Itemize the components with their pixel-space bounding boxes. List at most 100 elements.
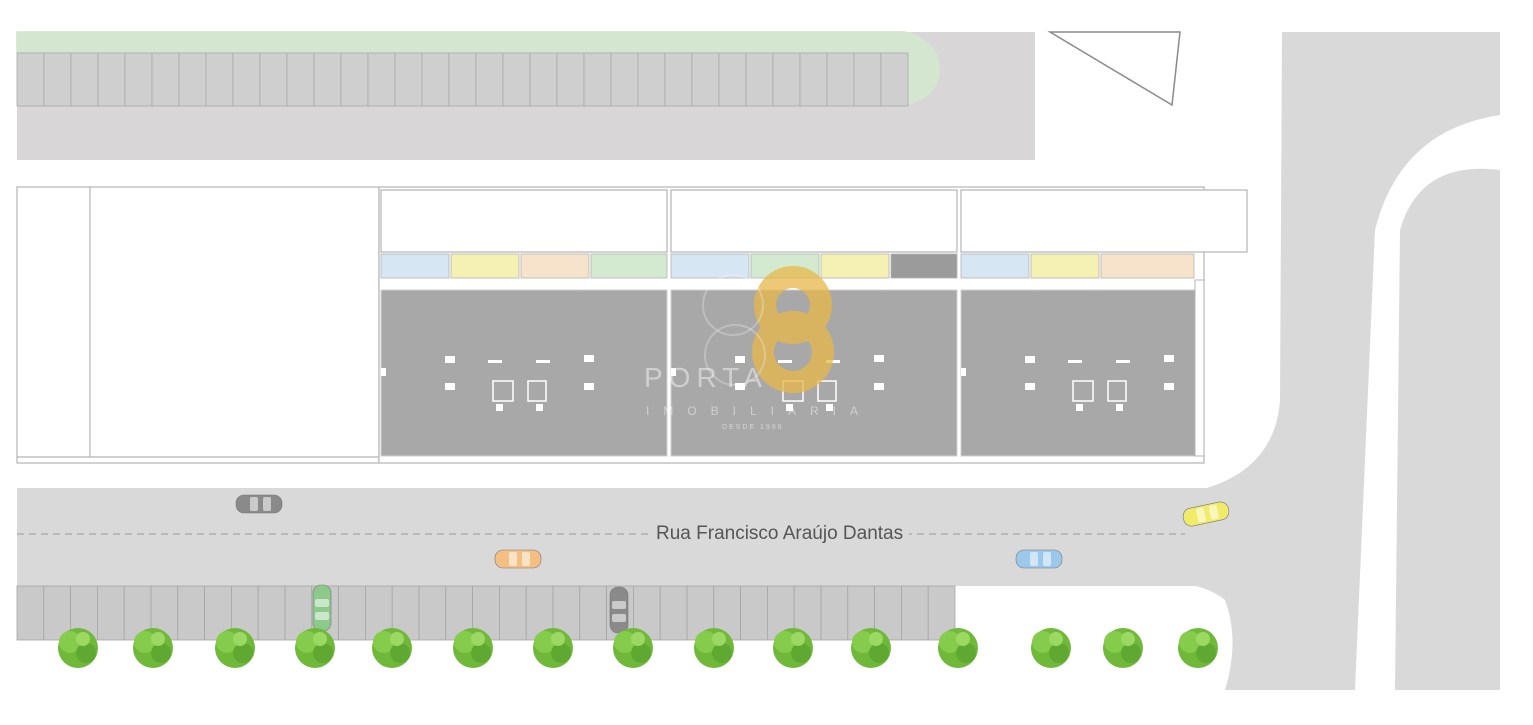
parking-stall	[475, 52, 504, 107]
tree-canopy	[631, 643, 651, 663]
car-icon	[1182, 501, 1230, 527]
car-window	[612, 614, 626, 622]
tree-canopy	[774, 631, 796, 653]
parking-stall	[151, 52, 180, 107]
door	[961, 368, 966, 376]
fixture	[1116, 404, 1123, 411]
tree-canopy	[695, 631, 717, 653]
car-icon	[494, 549, 542, 569]
door	[671, 368, 676, 376]
car-window	[315, 612, 329, 620]
tree-canopy	[791, 643, 811, 663]
tree-canopy	[471, 632, 485, 646]
store-back-room	[380, 189, 668, 253]
parking-stall	[313, 52, 342, 107]
store-floor	[960, 289, 1196, 457]
parking-stall	[286, 52, 315, 107]
parking-stall	[529, 52, 558, 107]
parking-stall	[367, 52, 396, 107]
tree-canopy	[1104, 631, 1126, 653]
tree-canopy	[1196, 632, 1210, 646]
tree-canopy	[313, 632, 327, 646]
storefront-green	[590, 253, 668, 279]
cars-layer	[235, 494, 1230, 634]
storefront-strip	[380, 253, 1195, 279]
parking-stall	[659, 585, 688, 641]
tree-canopy	[1196, 643, 1216, 663]
green-strip-curve	[17, 32, 940, 105]
tree-canopy	[1049, 632, 1063, 646]
triangle-island	[1047, 31, 1181, 107]
fixture	[488, 360, 502, 363]
parking-stall	[745, 52, 774, 107]
parking-stalls-bottom	[16, 585, 956, 641]
parking-stall	[338, 585, 366, 641]
storefront-yellow	[820, 253, 890, 279]
parking-stall	[448, 52, 477, 107]
parking-stall	[257, 585, 286, 641]
parking-stall	[340, 52, 369, 107]
tree-canopy	[956, 632, 970, 646]
logo-watermark-icon	[702, 266, 834, 393]
parking-stall	[502, 52, 531, 107]
parking-stall	[43, 52, 72, 107]
storefront-blue	[960, 253, 1030, 279]
parking-stall	[16, 52, 45, 107]
car-window	[612, 601, 626, 609]
tree-icon	[1103, 628, 1143, 668]
parking-stalls-top	[16, 52, 909, 107]
parking-stall	[826, 52, 855, 107]
tree-icon	[133, 628, 173, 668]
store-floor	[380, 289, 668, 457]
storefront-peach	[1100, 253, 1195, 279]
tree-icon	[694, 628, 734, 668]
table	[1107, 380, 1127, 402]
side-wall	[1194, 279, 1205, 457]
car-window	[1030, 552, 1038, 566]
tree-canopy	[471, 643, 491, 663]
tree-icon	[215, 628, 255, 668]
tree-icon	[1031, 628, 1071, 668]
car-window	[263, 497, 271, 511]
parking-stall	[177, 585, 206, 641]
parking-stall	[418, 585, 447, 641]
fixture	[826, 360, 840, 363]
tree-canopy	[233, 632, 247, 646]
right-road-inner	[1395, 168, 1500, 690]
tree-canopy	[151, 632, 165, 646]
parking-stall	[772, 52, 801, 107]
parking-stall	[820, 585, 849, 641]
fixture	[826, 404, 833, 411]
tree-canopy	[551, 643, 571, 663]
tree-canopy	[76, 643, 96, 663]
tree-canopy	[939, 631, 961, 653]
fixture	[496, 404, 503, 411]
parking-stall	[691, 52, 720, 107]
tree-canopy	[1049, 643, 1069, 663]
car-icon	[312, 584, 332, 632]
fixture	[584, 383, 594, 390]
tree-icon	[851, 628, 891, 668]
car-icon	[609, 586, 629, 634]
tree-canopy	[76, 632, 90, 646]
tree-canopy	[614, 631, 636, 653]
trees-layer	[58, 628, 1218, 668]
tree-icon	[613, 628, 653, 668]
parking-stall	[901, 585, 929, 641]
tree-icon	[773, 628, 813, 668]
store-back-room	[960, 189, 1248, 253]
tree-canopy	[390, 632, 404, 646]
parking-stall	[232, 52, 261, 107]
tree-canopy	[1032, 631, 1054, 653]
storefront-peach	[520, 253, 590, 279]
tree-canopy	[454, 631, 476, 653]
fixture	[445, 383, 455, 390]
car-icon	[1015, 549, 1063, 569]
fixture	[874, 383, 884, 390]
tree-canopy	[59, 631, 81, 653]
car-icon	[235, 494, 283, 514]
fixture	[1025, 383, 1035, 390]
parking-stall	[178, 52, 207, 107]
car-window	[509, 552, 517, 566]
